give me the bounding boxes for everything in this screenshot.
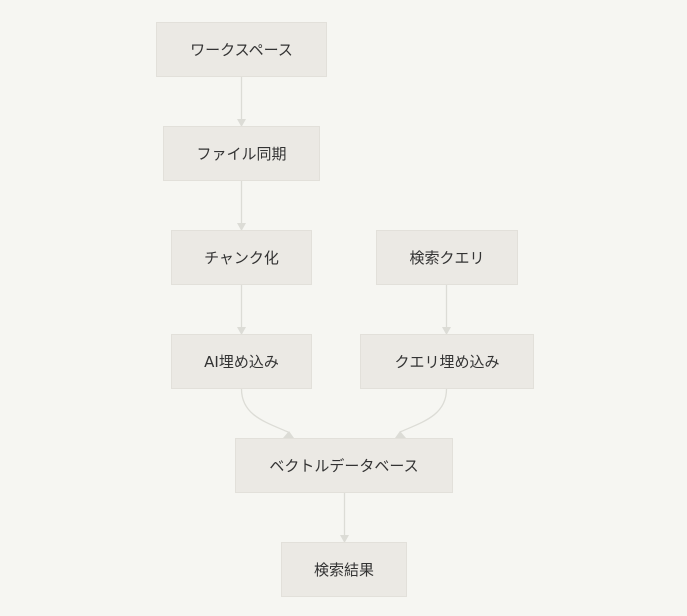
- node-label: 検索クエリ: [409, 249, 485, 267]
- node-ai-embedding: AI埋め込み: [171, 334, 312, 389]
- arrowhead-icon: [340, 535, 349, 543]
- node-label: ワークスペース: [190, 41, 293, 59]
- node-label: クエリ埋め込み: [394, 353, 500, 371]
- arrowhead-icon: [283, 431, 294, 438]
- node-file-sync: ファイル同期: [163, 126, 320, 181]
- arrowhead-icon: [237, 119, 246, 127]
- node-search-query: 検索クエリ: [376, 230, 518, 285]
- arrowhead-icon: [442, 327, 451, 335]
- arrowhead-icon: [237, 327, 246, 335]
- node-vector-db: ベクトルデータベース: [235, 438, 453, 493]
- node-workspace: ワークスペース: [156, 22, 327, 77]
- arrowhead-icon: [237, 223, 246, 231]
- node-search-results: 検索結果: [281, 542, 407, 597]
- node-label: ファイル同期: [196, 145, 287, 163]
- node-label: チャンク化: [204, 249, 279, 267]
- node-chunking: チャンク化: [171, 230, 312, 285]
- node-label: AI埋め込み: [204, 353, 279, 371]
- node-label: ベクトルデータベース: [269, 457, 419, 475]
- node-query-embedding: クエリ埋め込み: [360, 334, 534, 389]
- edge-ai-embedding-vector-db: [240, 388, 289, 433]
- arrowhead-icon: [395, 431, 406, 438]
- node-label: 検索結果: [313, 561, 374, 579]
- edge-query-embedding-vector-db: [399, 388, 448, 433]
